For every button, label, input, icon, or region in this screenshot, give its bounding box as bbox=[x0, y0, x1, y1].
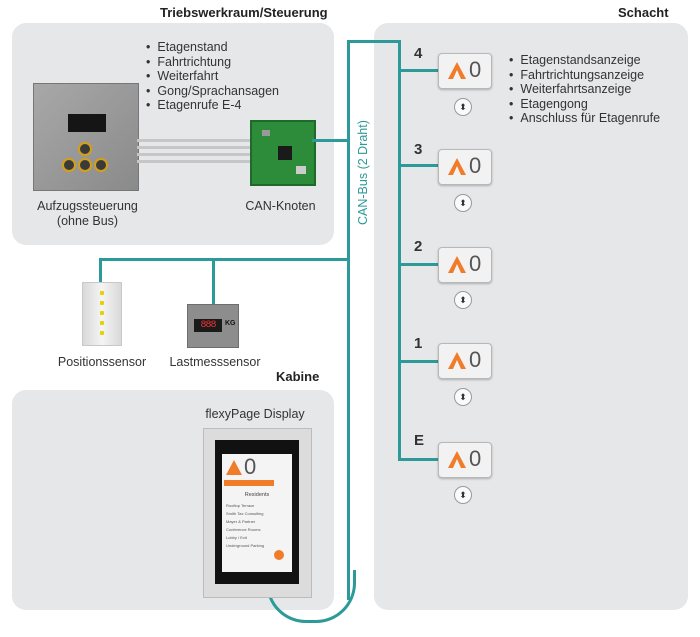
sensor-led bbox=[100, 301, 104, 305]
floor-display-value: 0 bbox=[469, 347, 482, 372]
feature-item: Gong/Sprachansagen bbox=[146, 84, 279, 99]
sensor-led bbox=[100, 291, 104, 295]
flexypage-floor-value: 0 bbox=[244, 454, 257, 479]
floor-label: 2 bbox=[414, 238, 423, 255]
floor-display-value: 0 bbox=[469, 57, 482, 82]
sensor-bus-line bbox=[99, 258, 350, 261]
pcb-chip bbox=[278, 146, 292, 160]
call-button[interactable]: ⬍ bbox=[454, 194, 472, 212]
floor-display: 0 bbox=[438, 247, 492, 283]
floor-display-value: 0 bbox=[469, 153, 482, 178]
can-node-board bbox=[250, 120, 316, 186]
controller-caption-line1: Aufzugssteuerung bbox=[37, 199, 138, 213]
flexypage-caption: flexyPage Display bbox=[205, 407, 305, 421]
feature-item: Etagenstand bbox=[146, 40, 279, 55]
feature-item: Weiterfahrtsanzeige bbox=[509, 82, 660, 97]
floor-display: 0 bbox=[438, 343, 492, 379]
call-button[interactable]: ⬍ bbox=[454, 388, 472, 406]
call-button[interactable]: ⬍ bbox=[454, 486, 472, 504]
feature-item: Etagenrufe E-4 bbox=[146, 98, 279, 113]
machine-room-title: Triebswerkraum/Steuerung bbox=[160, 5, 328, 20]
shaft-title: Schacht bbox=[618, 5, 669, 20]
feature-item: Etagenstandsanzeige bbox=[509, 53, 660, 68]
floor-display-value: 0 bbox=[469, 251, 482, 276]
list-item[interactable]: Lobby / Exit bbox=[226, 535, 247, 540]
machine-room-feature-list: Etagenstand Fahrtrichtung Weiterfahrt Go… bbox=[146, 40, 279, 113]
load-sensor: 888 KG bbox=[187, 304, 239, 348]
flexypage-screen-content: 0 Residents Rooftop Terrace Smith Tax Co… bbox=[222, 454, 292, 572]
list-item[interactable]: Underground Parking bbox=[226, 543, 265, 548]
pcb-chip bbox=[296, 166, 306, 174]
controller-key bbox=[78, 158, 92, 172]
load-unit: KG bbox=[225, 320, 236, 327]
list-item[interactable]: Mayer & Partner bbox=[226, 519, 256, 524]
direction-arrow-icon bbox=[448, 158, 466, 175]
flexypage-list: Rooftop Terrace Smith Tax Consulting May… bbox=[226, 502, 264, 550]
flexypage-status-bar bbox=[224, 480, 274, 486]
floor-label: E bbox=[414, 432, 425, 449]
floor-branch bbox=[398, 458, 440, 461]
floor-display: 0 bbox=[438, 53, 492, 89]
direction-arrow-icon bbox=[448, 352, 466, 369]
position-sensor-caption: Positionssensor bbox=[57, 355, 147, 369]
can-bus-main-line bbox=[347, 40, 350, 600]
can-node-caption: CAN-Knoten bbox=[245, 199, 316, 213]
call-button[interactable]: ⬍ bbox=[454, 291, 472, 309]
list-item[interactable]: Smith Tax Consulting bbox=[226, 511, 264, 516]
direction-arrow-icon bbox=[448, 62, 466, 79]
shaft-bus-line bbox=[398, 40, 401, 460]
wire bbox=[137, 146, 250, 149]
sensor-drop bbox=[99, 258, 102, 284]
floor-label: 1 bbox=[414, 335, 423, 352]
cabin-title: Kabine bbox=[276, 369, 320, 384]
feature-item: Fahrtrichtungsanzeige bbox=[509, 68, 660, 83]
elevator-controller-device bbox=[33, 83, 139, 191]
call-button[interactable]: ⬍ bbox=[454, 98, 472, 116]
sensor-led bbox=[100, 331, 104, 335]
flexypage-arrow-icon bbox=[226, 460, 242, 475]
wire bbox=[137, 153, 250, 156]
shaft-feature-list: Etagenstandsanzeige Fahrtrichtungsanzeig… bbox=[509, 53, 660, 126]
wire bbox=[137, 160, 250, 163]
floor-display-value: 0 bbox=[469, 446, 482, 471]
feature-item: Etagengong bbox=[509, 97, 660, 112]
sensor-drop bbox=[212, 258, 215, 304]
controller-caption: Aufzugssteuerung (ohne Bus) bbox=[20, 199, 155, 229]
list-item[interactable]: Conference Rooms bbox=[226, 527, 261, 532]
load-readout: 888 bbox=[194, 319, 222, 332]
floor-label: 4 bbox=[414, 45, 423, 62]
position-sensor bbox=[82, 282, 122, 346]
floor-branch bbox=[398, 69, 440, 72]
floor-branch bbox=[398, 164, 440, 167]
controller-key bbox=[94, 158, 108, 172]
direction-arrow-icon bbox=[448, 256, 466, 273]
flexypage-device: 0 Residents Rooftop Terrace Smith Tax Co… bbox=[203, 428, 312, 598]
list-item[interactable]: Rooftop Terrace bbox=[226, 503, 255, 508]
load-sensor-caption: Lastmesssensor bbox=[169, 355, 261, 369]
controller-caption-line2: (ohne Bus) bbox=[56, 214, 119, 228]
feature-item: Anschluss für Etagenrufe bbox=[509, 111, 660, 126]
flexypage-screen: 0 Residents Rooftop Terrace Smith Tax Co… bbox=[215, 440, 299, 584]
sensor-led bbox=[100, 321, 104, 325]
floor-branch bbox=[398, 263, 440, 266]
floor-display: 0 bbox=[438, 442, 492, 478]
flexypage-orange-button[interactable] bbox=[274, 550, 284, 560]
feature-item: Fahrtrichtung bbox=[146, 55, 279, 70]
cable-pcb-to-bus bbox=[312, 139, 350, 142]
can-bus-label: CAN-Bus (2 Draht) bbox=[356, 120, 370, 225]
controller-key bbox=[78, 142, 92, 156]
can-bus-top-branch bbox=[347, 40, 399, 43]
direction-arrow-icon bbox=[448, 451, 466, 468]
wire bbox=[137, 139, 250, 142]
feature-item: Weiterfahrt bbox=[146, 69, 279, 84]
controller-key bbox=[62, 158, 76, 172]
pcb-chip bbox=[262, 130, 270, 136]
floor-display: 0 bbox=[438, 149, 492, 185]
floor-branch bbox=[398, 360, 440, 363]
floor-label: 3 bbox=[414, 141, 423, 158]
controller-screen bbox=[68, 114, 106, 132]
sensor-led bbox=[100, 311, 104, 315]
flexypage-list-title: Residents bbox=[244, 492, 270, 498]
